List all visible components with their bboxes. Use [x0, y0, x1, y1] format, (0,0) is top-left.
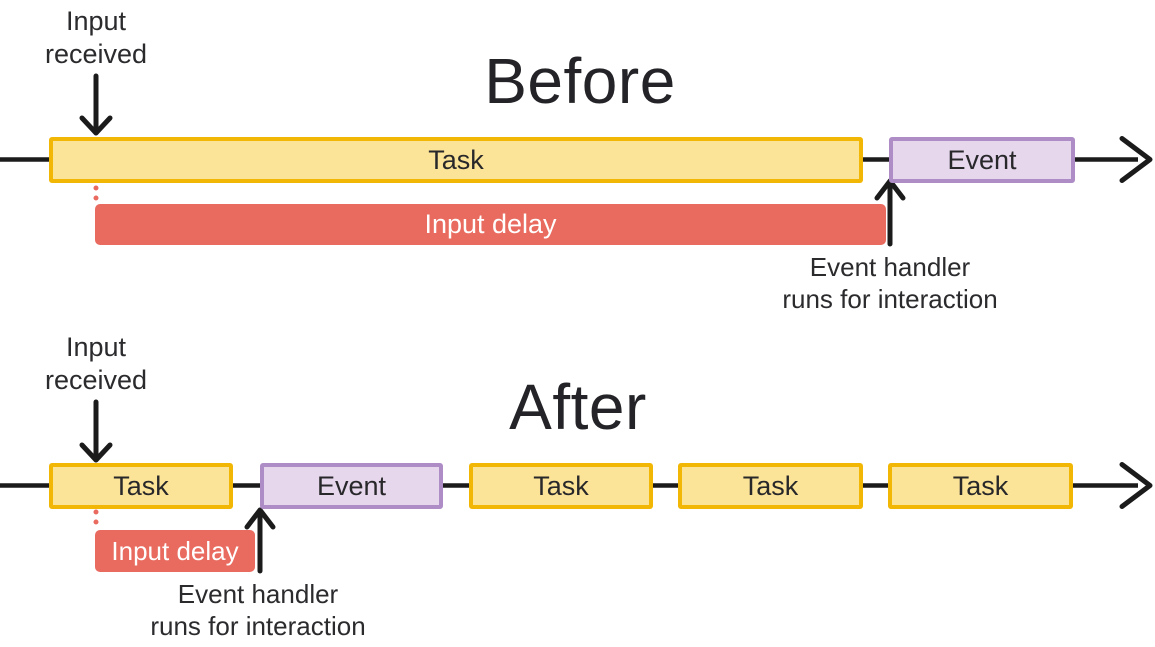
- before-event-handler-note: Event handler runs for interaction: [740, 252, 1040, 315]
- after-title: After: [509, 371, 647, 443]
- before-event-bar: Event: [889, 137, 1075, 183]
- after-event-handler-note: Event handler runs for interaction: [108, 579, 408, 642]
- after-input-received-label: Input received: [16, 331, 176, 397]
- before-event-handler-note-line2: runs for interaction: [782, 283, 998, 314]
- after-task-label-2: Task: [533, 470, 589, 501]
- after-event-handler-note-line2: runs for interaction: [150, 610, 366, 641]
- before-timeline-arrowhead-icon: [1119, 136, 1153, 183]
- after-input-delay-bar: Input delay: [95, 530, 255, 572]
- before-input-received-label: Input received: [16, 5, 176, 71]
- before-event-handler-note-line1: Event handler: [809, 252, 971, 282]
- after-input-received-line1: Input: [65, 332, 127, 362]
- before-input-delay-bar: Input delay: [95, 204, 886, 245]
- before-event-label: Event: [947, 144, 1017, 175]
- after-input-received-line2: received: [44, 364, 148, 395]
- before-input-arrow-icon: [79, 115, 113, 136]
- after-task-bar-1: Task: [49, 463, 233, 509]
- after-task-label-1: Task: [113, 470, 169, 501]
- after-timeline-arrowhead-icon: [1119, 462, 1153, 509]
- after-task-bar-3: Task: [678, 463, 863, 509]
- after-event-handler-note-line1: Event handler: [177, 579, 339, 609]
- before-input-received-line2: received: [44, 38, 148, 69]
- before-task-label: Task: [428, 144, 484, 175]
- before-input-received-line1: Input: [65, 6, 127, 36]
- after-event-bar: Event: [260, 463, 443, 509]
- after-task-bar-4: Task: [888, 463, 1073, 509]
- before-input-delay-label: Input delay: [424, 209, 557, 239]
- after-task-bar-2: Task: [469, 463, 653, 509]
- after-task-label-3: Task: [742, 470, 799, 501]
- before-title: Before: [484, 45, 676, 117]
- after-input-delay-label: Input delay: [111, 536, 239, 566]
- before-task-bar: Task: [49, 137, 863, 183]
- after-task-label-4: Task: [952, 470, 1009, 501]
- after-input-arrow-icon: [79, 442, 113, 463]
- after-event-handler-arrow-icon: [244, 507, 276, 530]
- after-event-label: Event: [316, 470, 387, 501]
